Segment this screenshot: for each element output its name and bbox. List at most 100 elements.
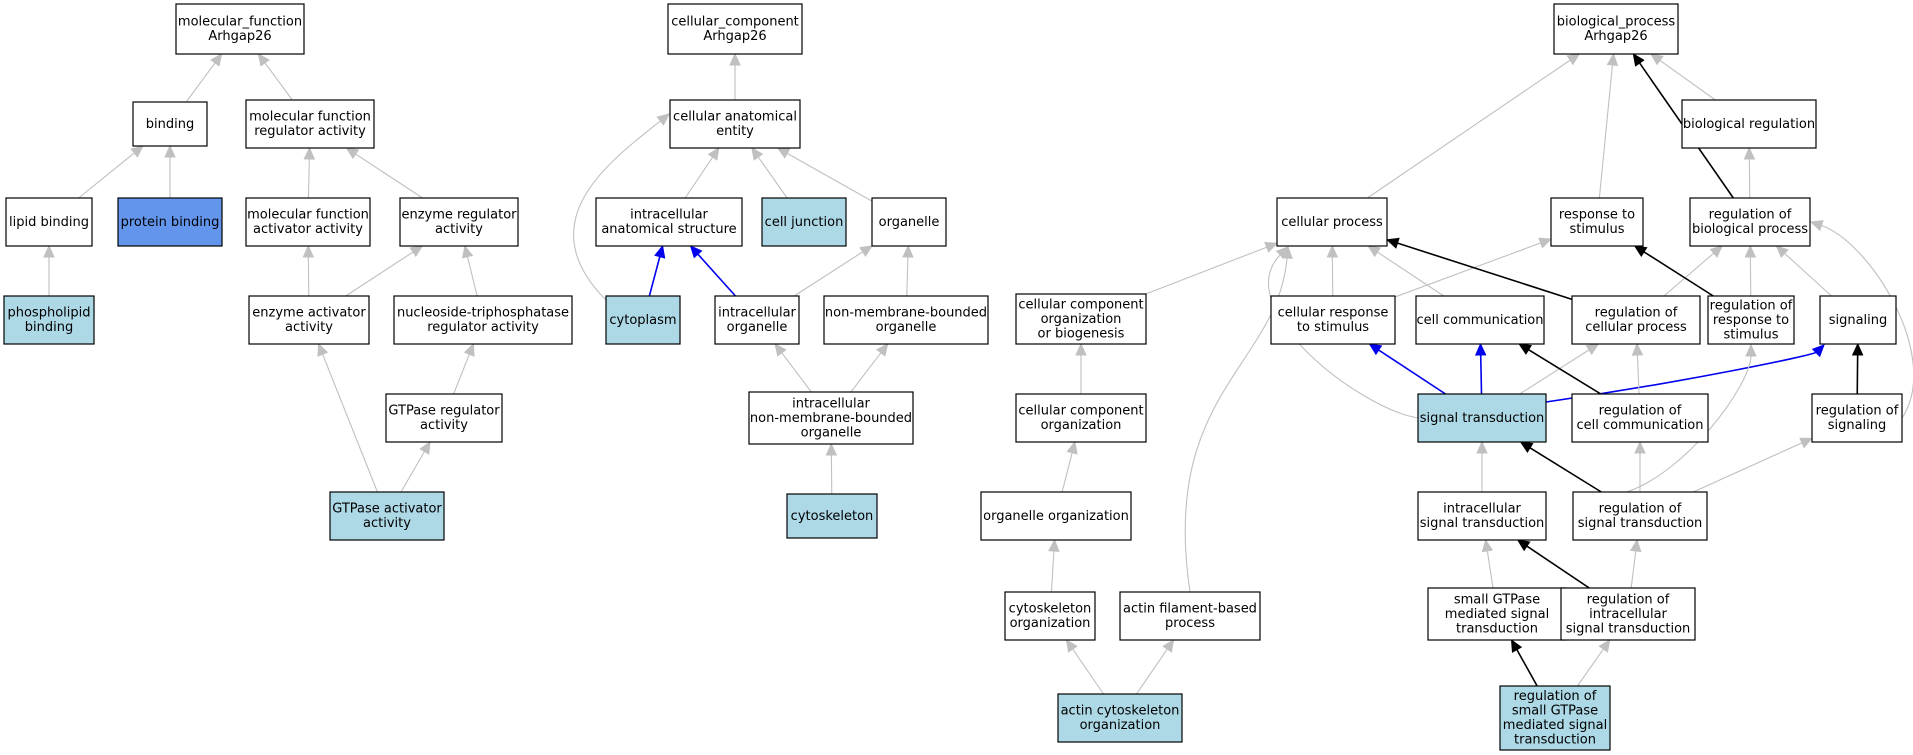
node-label-line: regulator activity <box>427 320 539 335</box>
edge-resp-stim-to-bp-root <box>1598 52 1619 199</box>
node-label-line: cellular process <box>1585 320 1687 335</box>
node-box <box>1553 3 1679 55</box>
node-box <box>1276 197 1388 247</box>
node-label-line: protein binding <box>121 215 220 230</box>
node-box <box>669 99 801 149</box>
node-label-line: cytoskeleton <box>791 509 874 524</box>
edge-reg-sig-to-signaling <box>1851 342 1864 395</box>
edge-sgtp-to-ic-sig <box>1481 538 1494 589</box>
node-box <box>1550 197 1644 247</box>
node-label-line: biological regulation <box>1683 117 1815 132</box>
node-label-line: regulation of <box>1595 306 1678 321</box>
go-term-node-signaling: signaling <box>1819 295 1897 345</box>
node-label-line: biological process <box>1692 222 1808 237</box>
node-box <box>1015 393 1147 443</box>
node-label-line: cytoplasm <box>609 313 676 328</box>
edge-reg-cell-proc-to-reg-bio <box>1663 245 1723 297</box>
node-label-line: signal transduction <box>1578 516 1703 531</box>
node-box <box>1057 693 1183 743</box>
edge-bio-reg-to-bp-root <box>1650 53 1716 101</box>
edge-cell-resp-to-resp-stim <box>1394 237 1553 298</box>
node-box <box>1707 295 1795 345</box>
node-label-line: molecular_function <box>178 15 302 30</box>
edge-sig-trans-to-reg-cell-proc <box>1519 343 1600 395</box>
node-label-line: non-membrane-bounded <box>750 411 912 426</box>
node-label-line: enzyme regulator <box>401 208 517 223</box>
edge-cell-junction-to-cae <box>751 147 788 199</box>
node-label-line: organelle organization <box>983 509 1129 524</box>
edge-binding-to-mf-root <box>185 53 223 103</box>
node-label-line: activity <box>363 516 411 531</box>
node-box <box>175 3 305 55</box>
edge-phospholipid-to-lipid-binding <box>43 244 55 296</box>
edge-enz-reg-to-mf-reg <box>345 147 423 199</box>
node-label-line: organization <box>1080 718 1161 733</box>
edge-nmb-org-to-organelle <box>902 244 914 297</box>
node-label-line: cellular response <box>1278 306 1389 321</box>
node-label-line: cellular component <box>1018 297 1143 312</box>
edge-reg-cell-proc-to-cell-proc <box>1385 237 1573 301</box>
node-label-line: cell junction <box>765 215 844 230</box>
node-box <box>748 391 914 445</box>
go-term-node-cytoskeleton: cytoskeleton <box>786 493 878 539</box>
node-label-line: intracellular <box>1589 607 1667 622</box>
edge-reg-ic-sig-to-reg-sig-trans <box>1629 538 1642 589</box>
go-term-node-cell-comm: cell communication <box>1415 295 1545 345</box>
node-box <box>1571 393 1709 443</box>
node-label-line: organelle <box>879 215 940 230</box>
edge-ic-nmb-org-to-nmb-org <box>850 343 889 393</box>
node-label-line: intracellular <box>1443 502 1521 517</box>
node-box <box>1811 393 1903 443</box>
edge-ic-org-to-ias <box>689 245 737 297</box>
node-box <box>399 197 519 247</box>
edge-reg-sgtp-to-reg-ic-sig <box>1577 639 1611 687</box>
node-box <box>245 197 371 247</box>
node-label-line: regulation of <box>1709 208 1792 223</box>
node-label-line: binding <box>146 117 194 132</box>
node-box <box>980 491 1132 541</box>
node-box <box>667 3 803 55</box>
edge-reg-cell-comm-to-reg-cell-proc <box>1631 342 1644 395</box>
edge-lipid-binding-to-binding <box>78 145 144 199</box>
node-box <box>1499 685 1611 751</box>
node-label-line: anatomical structure <box>601 222 736 237</box>
node-box <box>1119 591 1261 641</box>
node-label-line: binding <box>25 320 73 335</box>
edge-enz-act-to-enz-reg <box>345 245 424 297</box>
node-label-line: actin filament-based <box>1123 602 1257 617</box>
node-label-line: enzyme activator <box>252 306 366 321</box>
edge-protein-binding-to-binding <box>164 144 176 198</box>
node-label-line: intracellular <box>718 306 796 321</box>
edge-ic-org-to-organelle <box>793 245 874 297</box>
node-box <box>1689 197 1811 247</box>
edge-cco-to-ccob <box>1075 342 1087 394</box>
edge-reg-sig-trans-to-reg-sig <box>1692 437 1814 493</box>
go-term-node-cell-proc: cellular process <box>1276 197 1388 247</box>
node-label-line: regulation of <box>1710 298 1793 313</box>
edge-ntpase-reg-to-enz-reg <box>462 244 478 297</box>
node-label-line: phospholipid <box>7 306 90 321</box>
node-box <box>605 295 681 345</box>
node-label-line: Arhgap26 <box>703 29 766 44</box>
node-label-line: cellular component <box>1018 404 1143 419</box>
edge-ic-sig-to-sig-trans <box>1476 440 1488 492</box>
node-box <box>1415 295 1545 345</box>
edge-organelle-to-cae <box>776 147 873 202</box>
edge-reg-sgtp-to-sgtp <box>1510 638 1538 687</box>
node-label-line: transduction <box>1456 621 1538 636</box>
go-term-node-protein-binding: protein binding <box>117 197 223 247</box>
node-label-line: lipid binding <box>9 215 89 230</box>
go-term-node-org-org: organelle organization <box>980 491 1132 541</box>
edge-mf-reg-to-mf-root <box>257 53 293 101</box>
node-label-line: nucleoside-triphosphatase <box>397 306 569 321</box>
edge-cell-resp-to-cell-proc <box>1326 244 1339 297</box>
